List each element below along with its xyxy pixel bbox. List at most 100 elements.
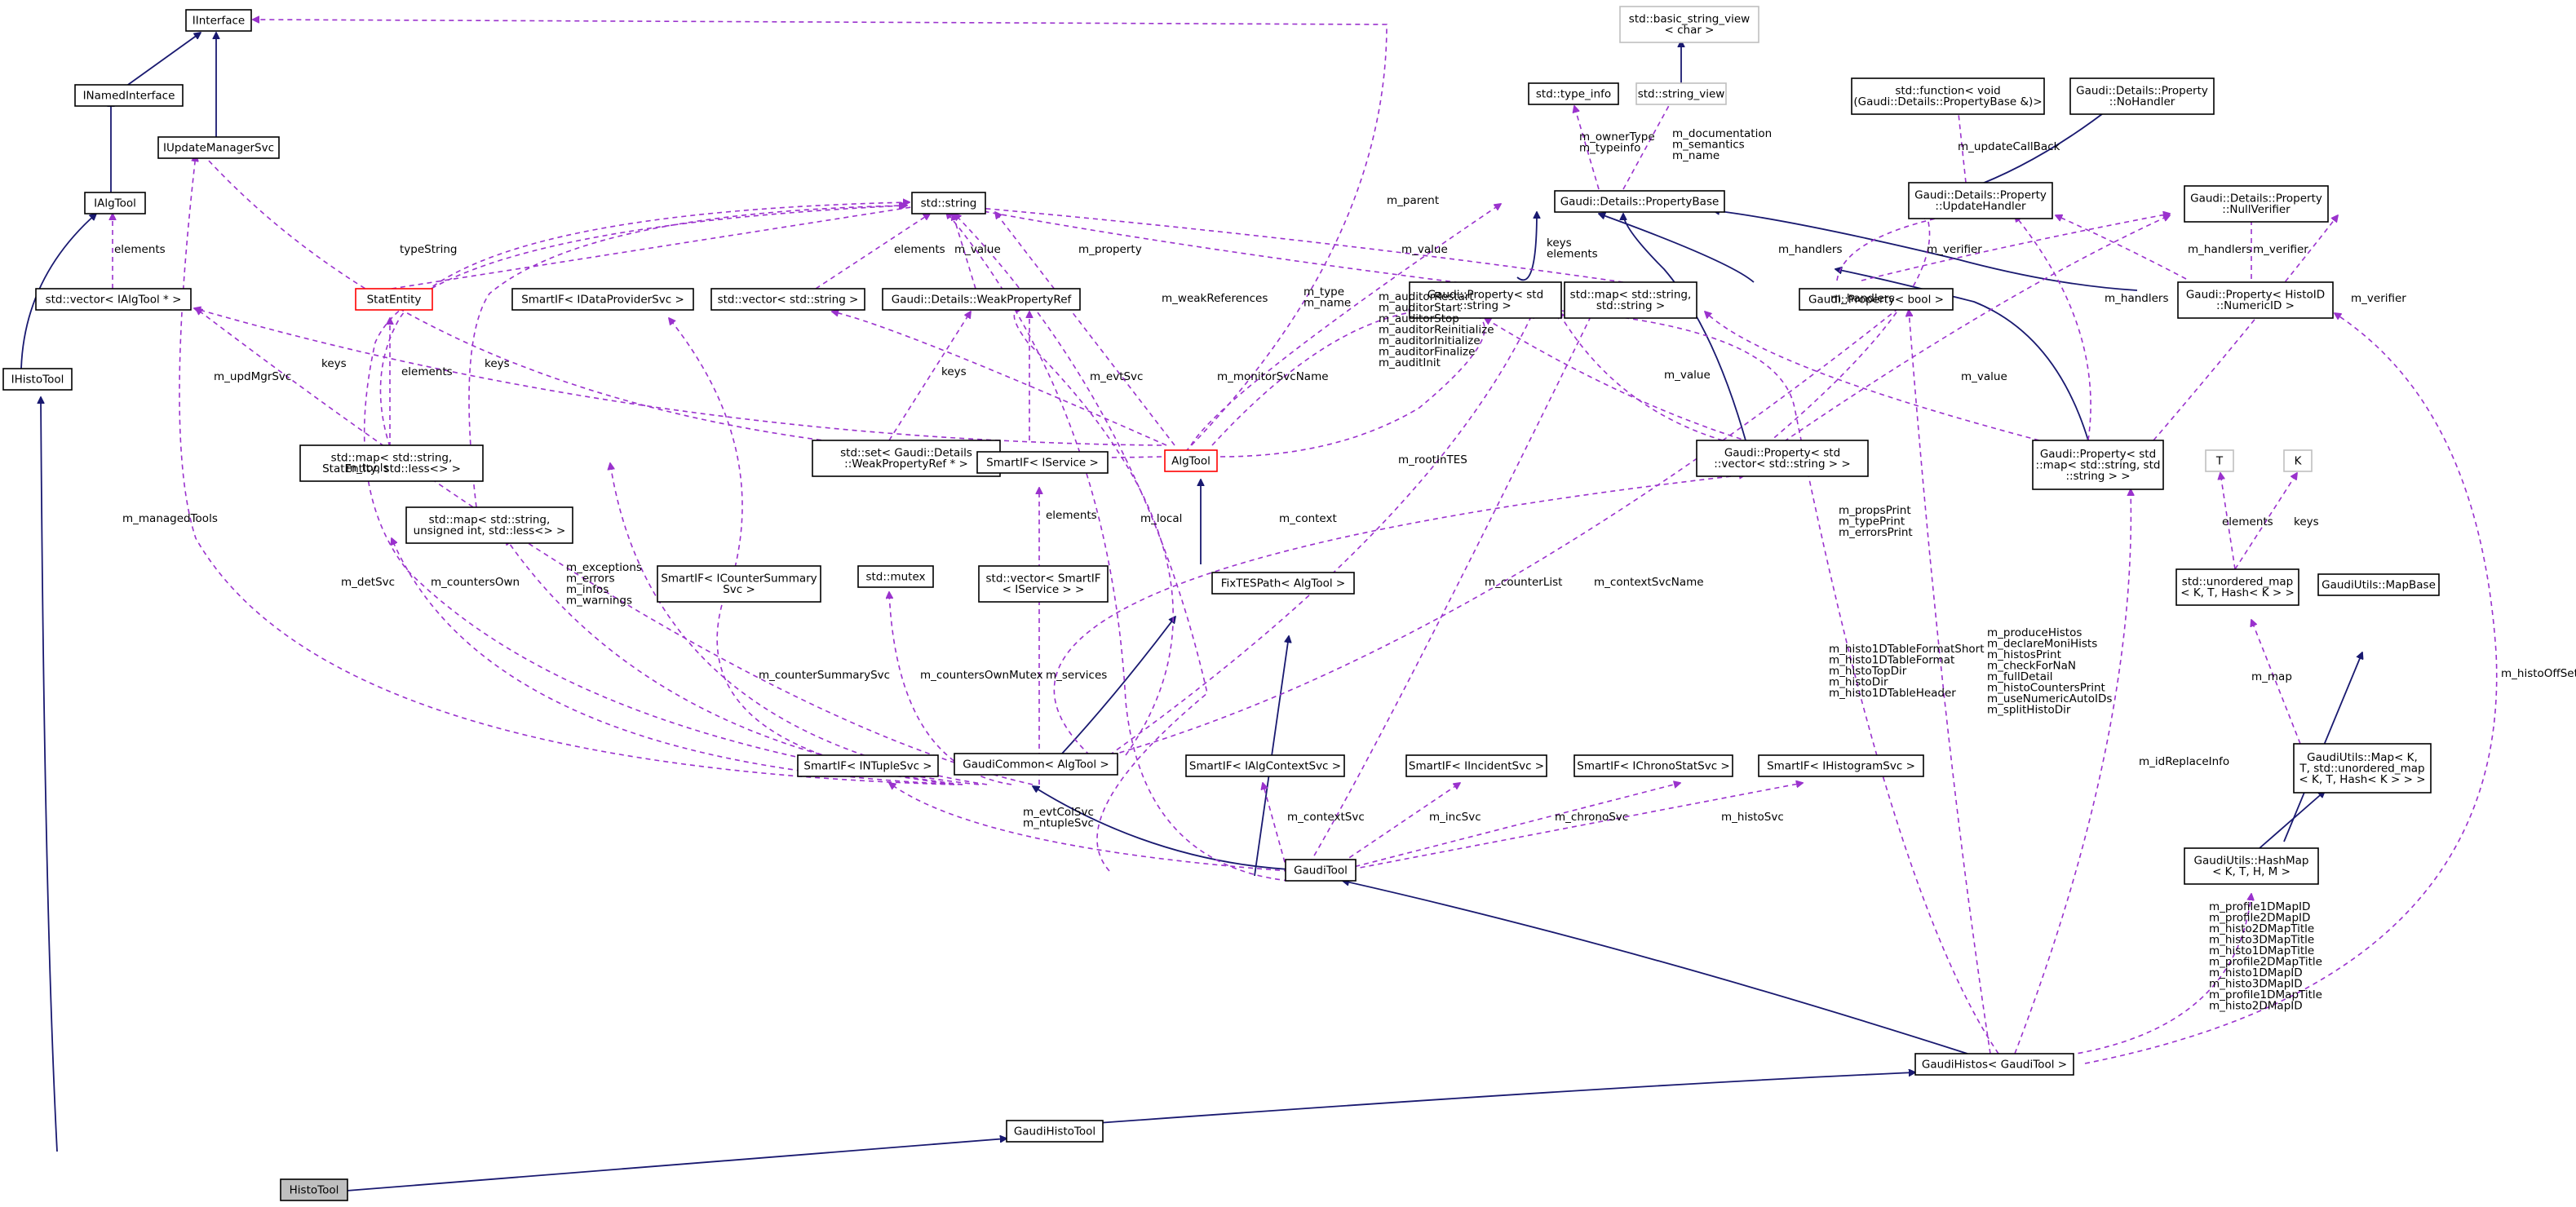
usage-edge (1053, 475, 1746, 756)
class-node-propertybase[interactable]: Gaudi::Details::PropertyBase (1554, 190, 1725, 213)
class-node-gaudiutils-map[interactable]: GaudiUtils::Map< K,T, std::unordered_map… (2293, 743, 2432, 794)
class-node-smartif-chrono[interactable]: SmartIF< IChronoStatSvc > (1573, 754, 1733, 777)
class-node-smartif-incident[interactable]: SmartIF< IIncidentSvc > (1405, 754, 1547, 777)
class-node-property-string[interactable]: Gaudi::Property< std::string > (1409, 281, 1562, 319)
class-node-vector-smartif[interactable]: std::vector< SmartIF< IService > > (978, 565, 1109, 603)
edge-label-text: m_profile1DMapID (2209, 900, 2310, 913)
class-node-box (1164, 449, 1218, 472)
class-node-smartif-dataprovider[interactable]: SmartIF< IDataProviderSvc > (511, 288, 694, 311)
class-node-mapbase[interactable]: GaudiUtils::MapBase (2317, 573, 2440, 596)
usage-edge (379, 202, 910, 448)
class-node-label: < K, T, H, M > (2212, 865, 2291, 878)
edge-label-text: m_managedTools (122, 512, 218, 525)
class-node-map-statentity[interactable]: std::map< std::string,StatEntity, std::l… (299, 444, 484, 482)
edge-label-text: m_errors (566, 573, 615, 586)
class-node-box (710, 288, 865, 311)
class-node-basic-string-view[interactable]: std::basic_string_view< char > (1619, 6, 1759, 43)
usage-edge (1958, 106, 1967, 183)
class-node-type-info[interactable]: std::type_info (1528, 82, 1619, 105)
class-node-nohandler[interactable]: Gaudi::Details::Property::NoHandler (2069, 77, 2215, 115)
class-node-vector-ialgtool[interactable]: std::vector< IAlgTool * > (35, 288, 192, 311)
class-node-function-void[interactable]: std::function< void(Gaudi::Details::Prop… (1851, 77, 2045, 115)
class-node-hashmap[interactable]: GaudiUtils::HashMap< K, T, H, M > (2184, 847, 2319, 885)
class-node-std-mutex[interactable]: std::mutex (857, 565, 934, 588)
class-node-box (797, 754, 939, 777)
edge-label-text: m_useNumericAutoIDs (1987, 692, 2112, 705)
edge-label-ialgtool-vector: elements (114, 243, 166, 256)
inherit-edge (1061, 617, 1175, 754)
usage-edge (1263, 783, 1288, 872)
edge-label-text: m_auditorReinitialize (1379, 324, 1494, 337)
class-node-map-string-string[interactable]: std::map< std::string,std::string > (1564, 281, 1697, 319)
class-node-gaudihistotool[interactable]: GaudiHistoTool (1006, 1120, 1104, 1143)
class-node-box (185, 9, 252, 32)
class-node-weakpropertyref[interactable]: Gaudi::Details::WeakPropertyRef (882, 288, 1081, 311)
class-node-map-uint[interactable]: std::map< std::string,unsigned int, std:… (405, 506, 573, 544)
class-node-t-param[interactable]: T (2205, 449, 2234, 472)
edge-label-text: m_histoOffSet (2501, 667, 2576, 680)
class-node-box (657, 565, 821, 603)
class-node-label: GaudiHistoTool (1014, 1125, 1095, 1138)
class-node-property-vector-string[interactable]: Gaudi::Property< std::vector< std::strin… (1696, 440, 1869, 477)
class-node-label: GaudiHistos< GaudiTool > (1922, 1058, 2067, 1071)
class-node-inamedinterface[interactable]: INamedInterface (74, 84, 184, 107)
edge-label-text: m_histoCountersPrint (1987, 682, 2105, 695)
class-node-smartif-histogram[interactable]: SmartIF< IHistogramSvc > (1758, 754, 1924, 777)
edge-label-text: m_verifier (2351, 292, 2406, 305)
class-node-label: K (2295, 454, 2303, 467)
class-node-property-histoid[interactable]: Gaudi::Property< HistoID::NumericID > (2177, 281, 2334, 319)
class-node-iupdatemanagersvc[interactable]: IUpdateManagerSvc (157, 136, 280, 159)
class-node-string-view[interactable]: std::string_view (1635, 82, 1727, 105)
class-node-gaudicommon[interactable]: GaudiCommon< AlgTool > (954, 753, 1118, 776)
class-node-ihistotool[interactable]: IHistoTool (2, 368, 73, 391)
class-node-k-param[interactable]: K (2283, 449, 2313, 472)
class-node-ialgtool[interactable]: IAlgTool (84, 192, 146, 214)
edge-label-pb-handlers: m_handlers (1778, 243, 1843, 256)
edge-label-vsi-elements: elements (1046, 509, 1097, 522)
usage-edge (2015, 215, 2091, 441)
class-node-label: std::map< std::string, (1570, 289, 1692, 302)
class-node-updatehandler[interactable]: Gaudi::Details::Property::UpdateHandler (1908, 182, 2053, 219)
usage-edge (1558, 312, 1724, 441)
edge-label-text: elements (2222, 515, 2273, 528)
class-node-box (84, 192, 146, 214)
class-node-box (2283, 449, 2313, 472)
class-node-gaudihistos[interactable]: GaudiHistos< GaudiTool > (1914, 1053, 2074, 1076)
edge-label-text: keys (485, 357, 510, 370)
class-node-smartif-algcontext[interactable]: SmartIF< IAlgContextSvc > (1185, 754, 1345, 777)
edge-label-text: m_contextSvcName (1594, 576, 1704, 589)
class-node-unordered-map[interactable]: std::unordered_map< K, T, Hash< K > > (2175, 568, 2299, 606)
class-node-smartif-ntuple[interactable]: SmartIF< INTupleSvc > (797, 754, 939, 777)
class-node-label: (Gaudi::Details::PropertyBase &)> (1853, 95, 2042, 108)
edge-label-pmap-value: m_value (1961, 370, 2007, 383)
class-node-vector-string[interactable]: std::vector< std::string > (710, 288, 865, 311)
class-node-gauditool[interactable]: GaudiTool (1285, 859, 1357, 882)
class-node-histotool[interactable]: HistoTool (280, 1178, 348, 1201)
class-node-box (911, 192, 986, 214)
edge-label-ph-handlers: m_handlers (2105, 292, 2169, 305)
edge-label-pvs-value: m_value (1664, 369, 1711, 382)
class-node-statentity[interactable]: StatEntity (355, 288, 433, 311)
class-node-algtool[interactable]: AlgTool (1164, 449, 1218, 472)
usage-edge (2024, 894, 2251, 1061)
inherit-edge (1097, 1072, 1915, 1124)
usage-edge (1109, 312, 1534, 756)
class-node-nullverifier[interactable]: Gaudi::Details::Property::NullVerifier (2184, 185, 2329, 223)
edge-label-text: m_value (1401, 243, 1448, 256)
class-node-iinterface[interactable]: IInterface (185, 9, 252, 32)
edge-label-text: elements (401, 365, 453, 378)
class-node-property-map[interactable]: Gaudi::Property< std::map< std::string, … (2032, 440, 2164, 490)
class-node-std-string[interactable]: std::string (911, 192, 986, 214)
class-node-set-weakref[interactable]: std::set< Gaudi::Details::WeakPropertyRe… (812, 440, 1001, 477)
class-node-label: GaudiUtils::MapBase (2321, 578, 2436, 591)
class-node-label: std::string (921, 197, 977, 210)
class-node-fixtespath[interactable]: FixTESPath< AlgTool > (1211, 572, 1355, 595)
class-node-property-bool[interactable]: Gaudi::Property< bool > (1799, 288, 1954, 311)
edge-label-text: keys (1547, 237, 1572, 250)
usage-edge (1110, 300, 1909, 756)
edge-label-text: keys (2294, 515, 2319, 528)
class-node-smartif-iservice[interactable]: SmartIF< IService > (976, 451, 1109, 474)
usage-edge (669, 318, 963, 785)
class-node-box (1564, 281, 1697, 319)
